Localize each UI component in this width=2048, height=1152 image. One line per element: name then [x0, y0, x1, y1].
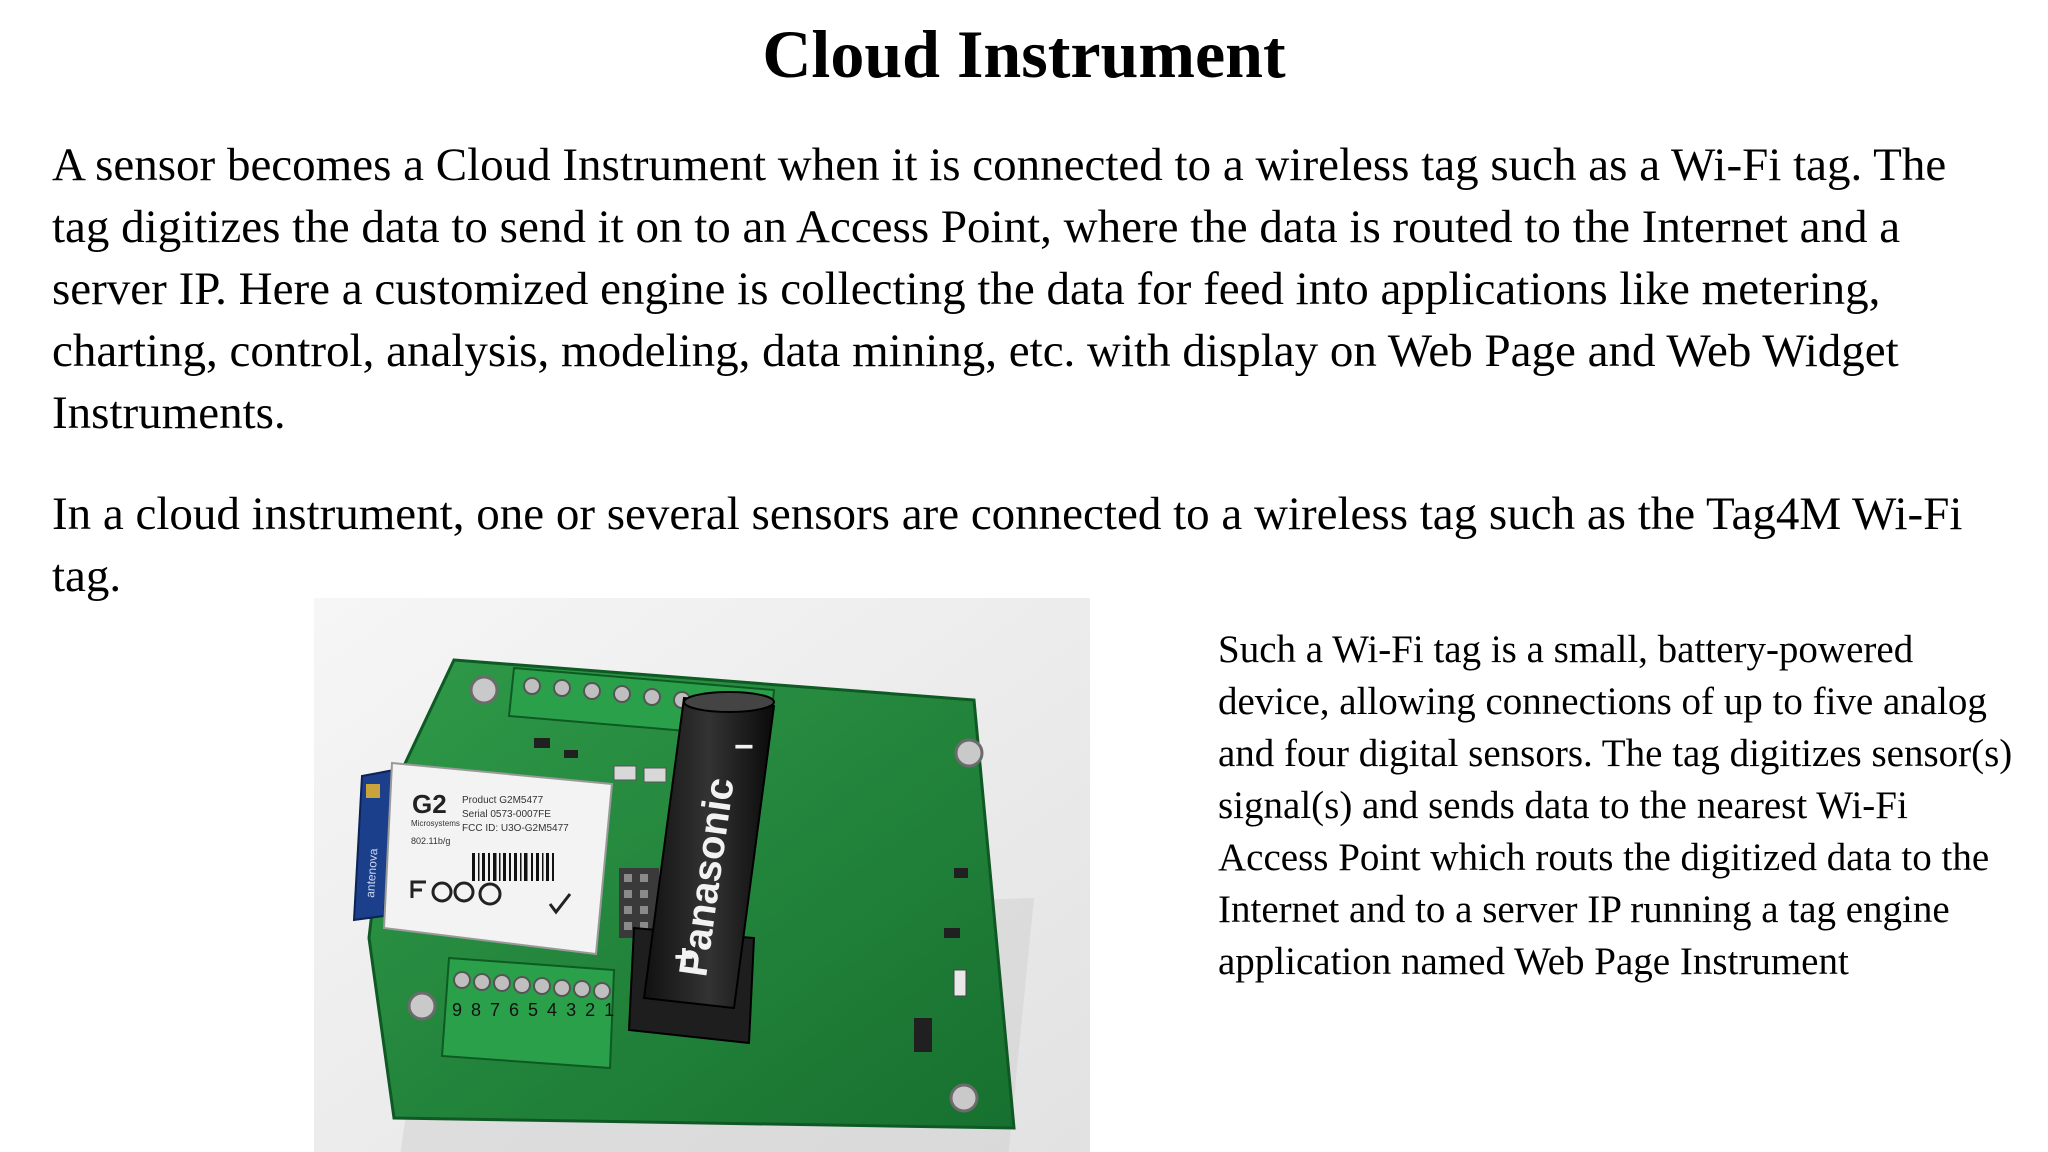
battery-plus-icon: +	[674, 938, 694, 976]
module-brand: G2	[412, 789, 447, 819]
module-product: Product G2M5477	[462, 795, 544, 806]
wifi-module: G2 Microsystems Product G2M5477 Serial 0…	[382, 761, 614, 956]
second-paragraph: In a cloud instrument, one or several se…	[52, 488, 1963, 602]
module-maker: Microsystems	[411, 819, 460, 828]
pin-header	[619, 868, 659, 938]
mounting-holes	[407, 675, 984, 1113]
barcode-icon	[472, 853, 554, 881]
antenna-label: antenova	[363, 848, 380, 899]
battery: Panasonic − +	[642, 691, 776, 1010]
battery-minus-icon: −	[734, 728, 754, 766]
terminal-numbers: 9 8 7 6 5 4 3 2 1	[452, 1000, 616, 1020]
tag-description: Such a Wi-Fi tag is a small, battery-pow…	[1218, 628, 2013, 983]
page-title: Cloud Instrument	[762, 16, 1286, 92]
bottom-terminal-block: 9 8 7 6 5 4 3 2 1	[440, 956, 616, 1070]
module-serial: Serial 0573-0007FE	[462, 809, 551, 820]
intro-paragraph: A sensor becomes a Cloud Instrument when…	[52, 139, 1947, 439]
antenna-strip: antenova	[352, 768, 396, 922]
wifi-tag-photo: antenova G2 Microsystems Product G2M5477…	[314, 598, 1090, 1152]
module-fcc: FCC ID: U3O-G2M5477	[462, 823, 569, 834]
certification-marks-icon	[410, 880, 572, 915]
module-standard: 802.11b/g	[411, 836, 450, 846]
